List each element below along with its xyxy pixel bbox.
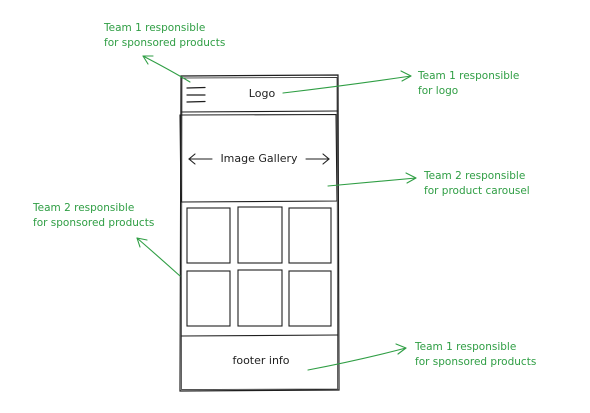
arrow-to-header bbox=[142, 55, 191, 83]
gallery-right-arrow-icon bbox=[305, 153, 330, 165]
product-grid bbox=[186, 206, 332, 327]
arrow-to-footer bbox=[307, 343, 407, 371]
hamburger-menu-icon bbox=[186, 86, 206, 103]
gallery-left-arrow-icon bbox=[188, 153, 213, 165]
annotation-footer-line2: for sponsored products bbox=[415, 356, 536, 368]
footer-label: footer info bbox=[232, 354, 289, 367]
product-tile bbox=[186, 270, 231, 327]
product-tile bbox=[288, 207, 332, 264]
annotation-gallery-line2: for product carousel bbox=[424, 185, 530, 197]
annotation-header-line2: for sponsored products bbox=[104, 37, 225, 49]
annotation-header-line1: Team 1 responsible bbox=[103, 22, 205, 34]
annotation-logo-line2: for logo bbox=[418, 85, 458, 97]
annotation-grid-line2: for sponsored products bbox=[33, 217, 154, 229]
footer-section: footer info bbox=[180, 334, 339, 367]
annotation-logo-line1: Team 1 responsible bbox=[417, 70, 519, 82]
gallery-label: Image Gallery bbox=[220, 152, 298, 165]
annotation-footer-line1: Team 1 responsible bbox=[414, 341, 516, 353]
product-tile bbox=[186, 207, 231, 264]
annotation-gallery-line1: Team 2 responsible bbox=[423, 170, 525, 182]
image-gallery-section: Image Gallery bbox=[179, 113, 338, 203]
product-tile bbox=[237, 269, 283, 327]
header-section: Logo bbox=[180, 86, 339, 113]
phone-frame bbox=[179, 74, 340, 392]
arrow-to-logo bbox=[282, 70, 412, 94]
annotation-grid-line1: Team 2 responsible bbox=[32, 202, 134, 214]
annotation-arrows bbox=[136, 55, 417, 371]
arrow-to-gallery bbox=[327, 172, 417, 187]
product-tile bbox=[237, 206, 283, 264]
annotation-notes: Team 1 responsible for sponsored product… bbox=[32, 22, 536, 368]
logo-label: Logo bbox=[249, 87, 276, 100]
product-tile bbox=[288, 270, 332, 327]
arrow-to-product-grid bbox=[136, 237, 181, 277]
